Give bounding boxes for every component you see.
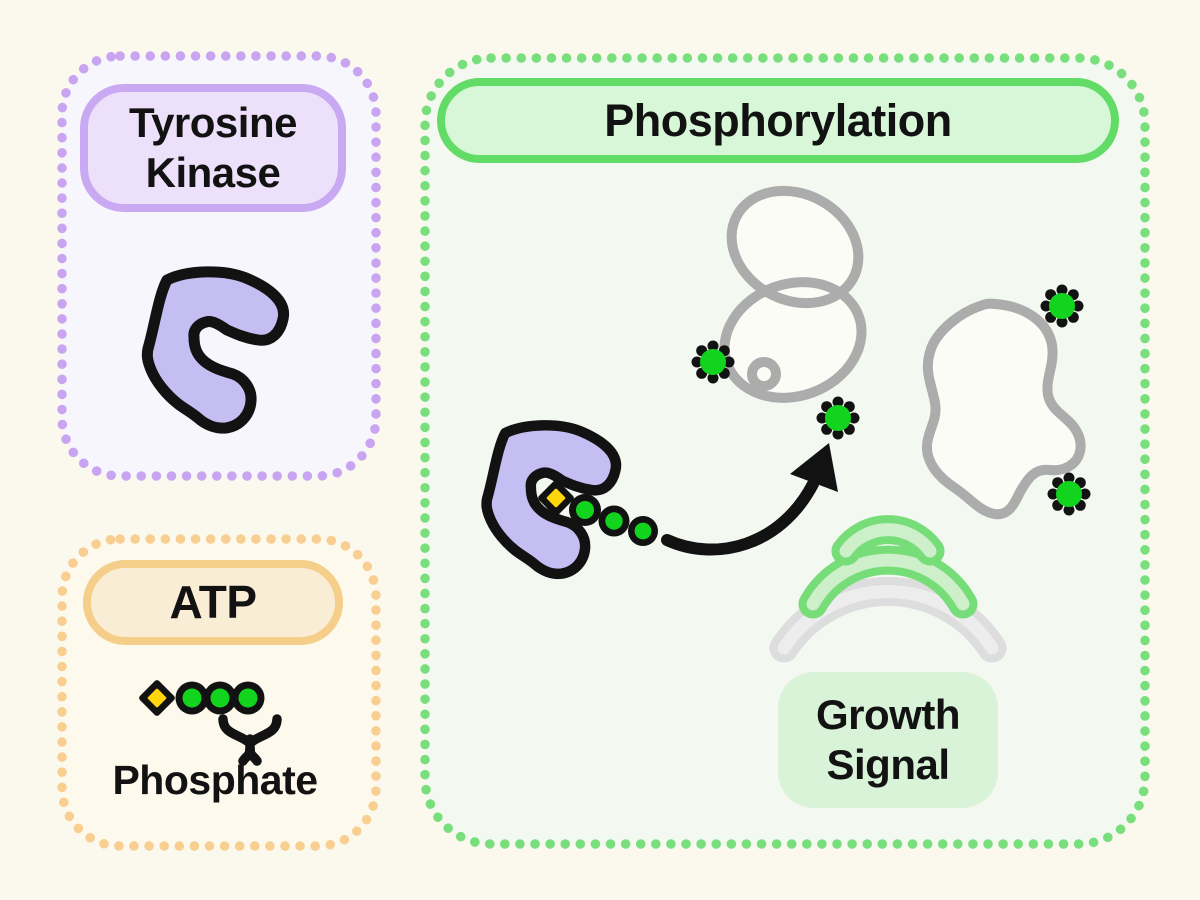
phosphate-burst-3: [1040, 284, 1084, 328]
atp-molecule-icon: [139, 680, 282, 766]
phosphate-burst-4: [1047, 472, 1091, 516]
phosphate-burst-2: [816, 396, 860, 440]
transfer-arrow-icon: [661, 443, 838, 556]
phosphorylation-title-pill: Phosphorylation: [437, 78, 1119, 163]
growth-signal-label-box: Growth Signal: [778, 672, 998, 808]
atp-title-pill: ATP: [83, 560, 343, 645]
protein-blob-1: [719, 185, 867, 403]
growth-signal-label: Growth Signal: [816, 691, 960, 788]
signal-waves-icon: [769, 515, 1007, 663]
phosphate-label: Phosphate: [112, 757, 318, 803]
protein-blob-2: [922, 298, 1086, 520]
kinase-with-atp-icon: [487, 425, 658, 574]
adenosine-diamond-icon: [139, 680, 175, 716]
atp-title: ATP: [169, 576, 257, 629]
phosphate-burst-1: [691, 340, 735, 384]
phosphorylation-title: Phosphorylation: [604, 94, 952, 146]
tyrosine-kinase-title: Tyrosine Kinase: [129, 99, 297, 196]
phosphate-bracket-icon: [218, 714, 282, 766]
tyrosine-kinase-title-pill: Tyrosine Kinase: [80, 84, 346, 212]
phosphorylation-panel: [420, 53, 1150, 849]
